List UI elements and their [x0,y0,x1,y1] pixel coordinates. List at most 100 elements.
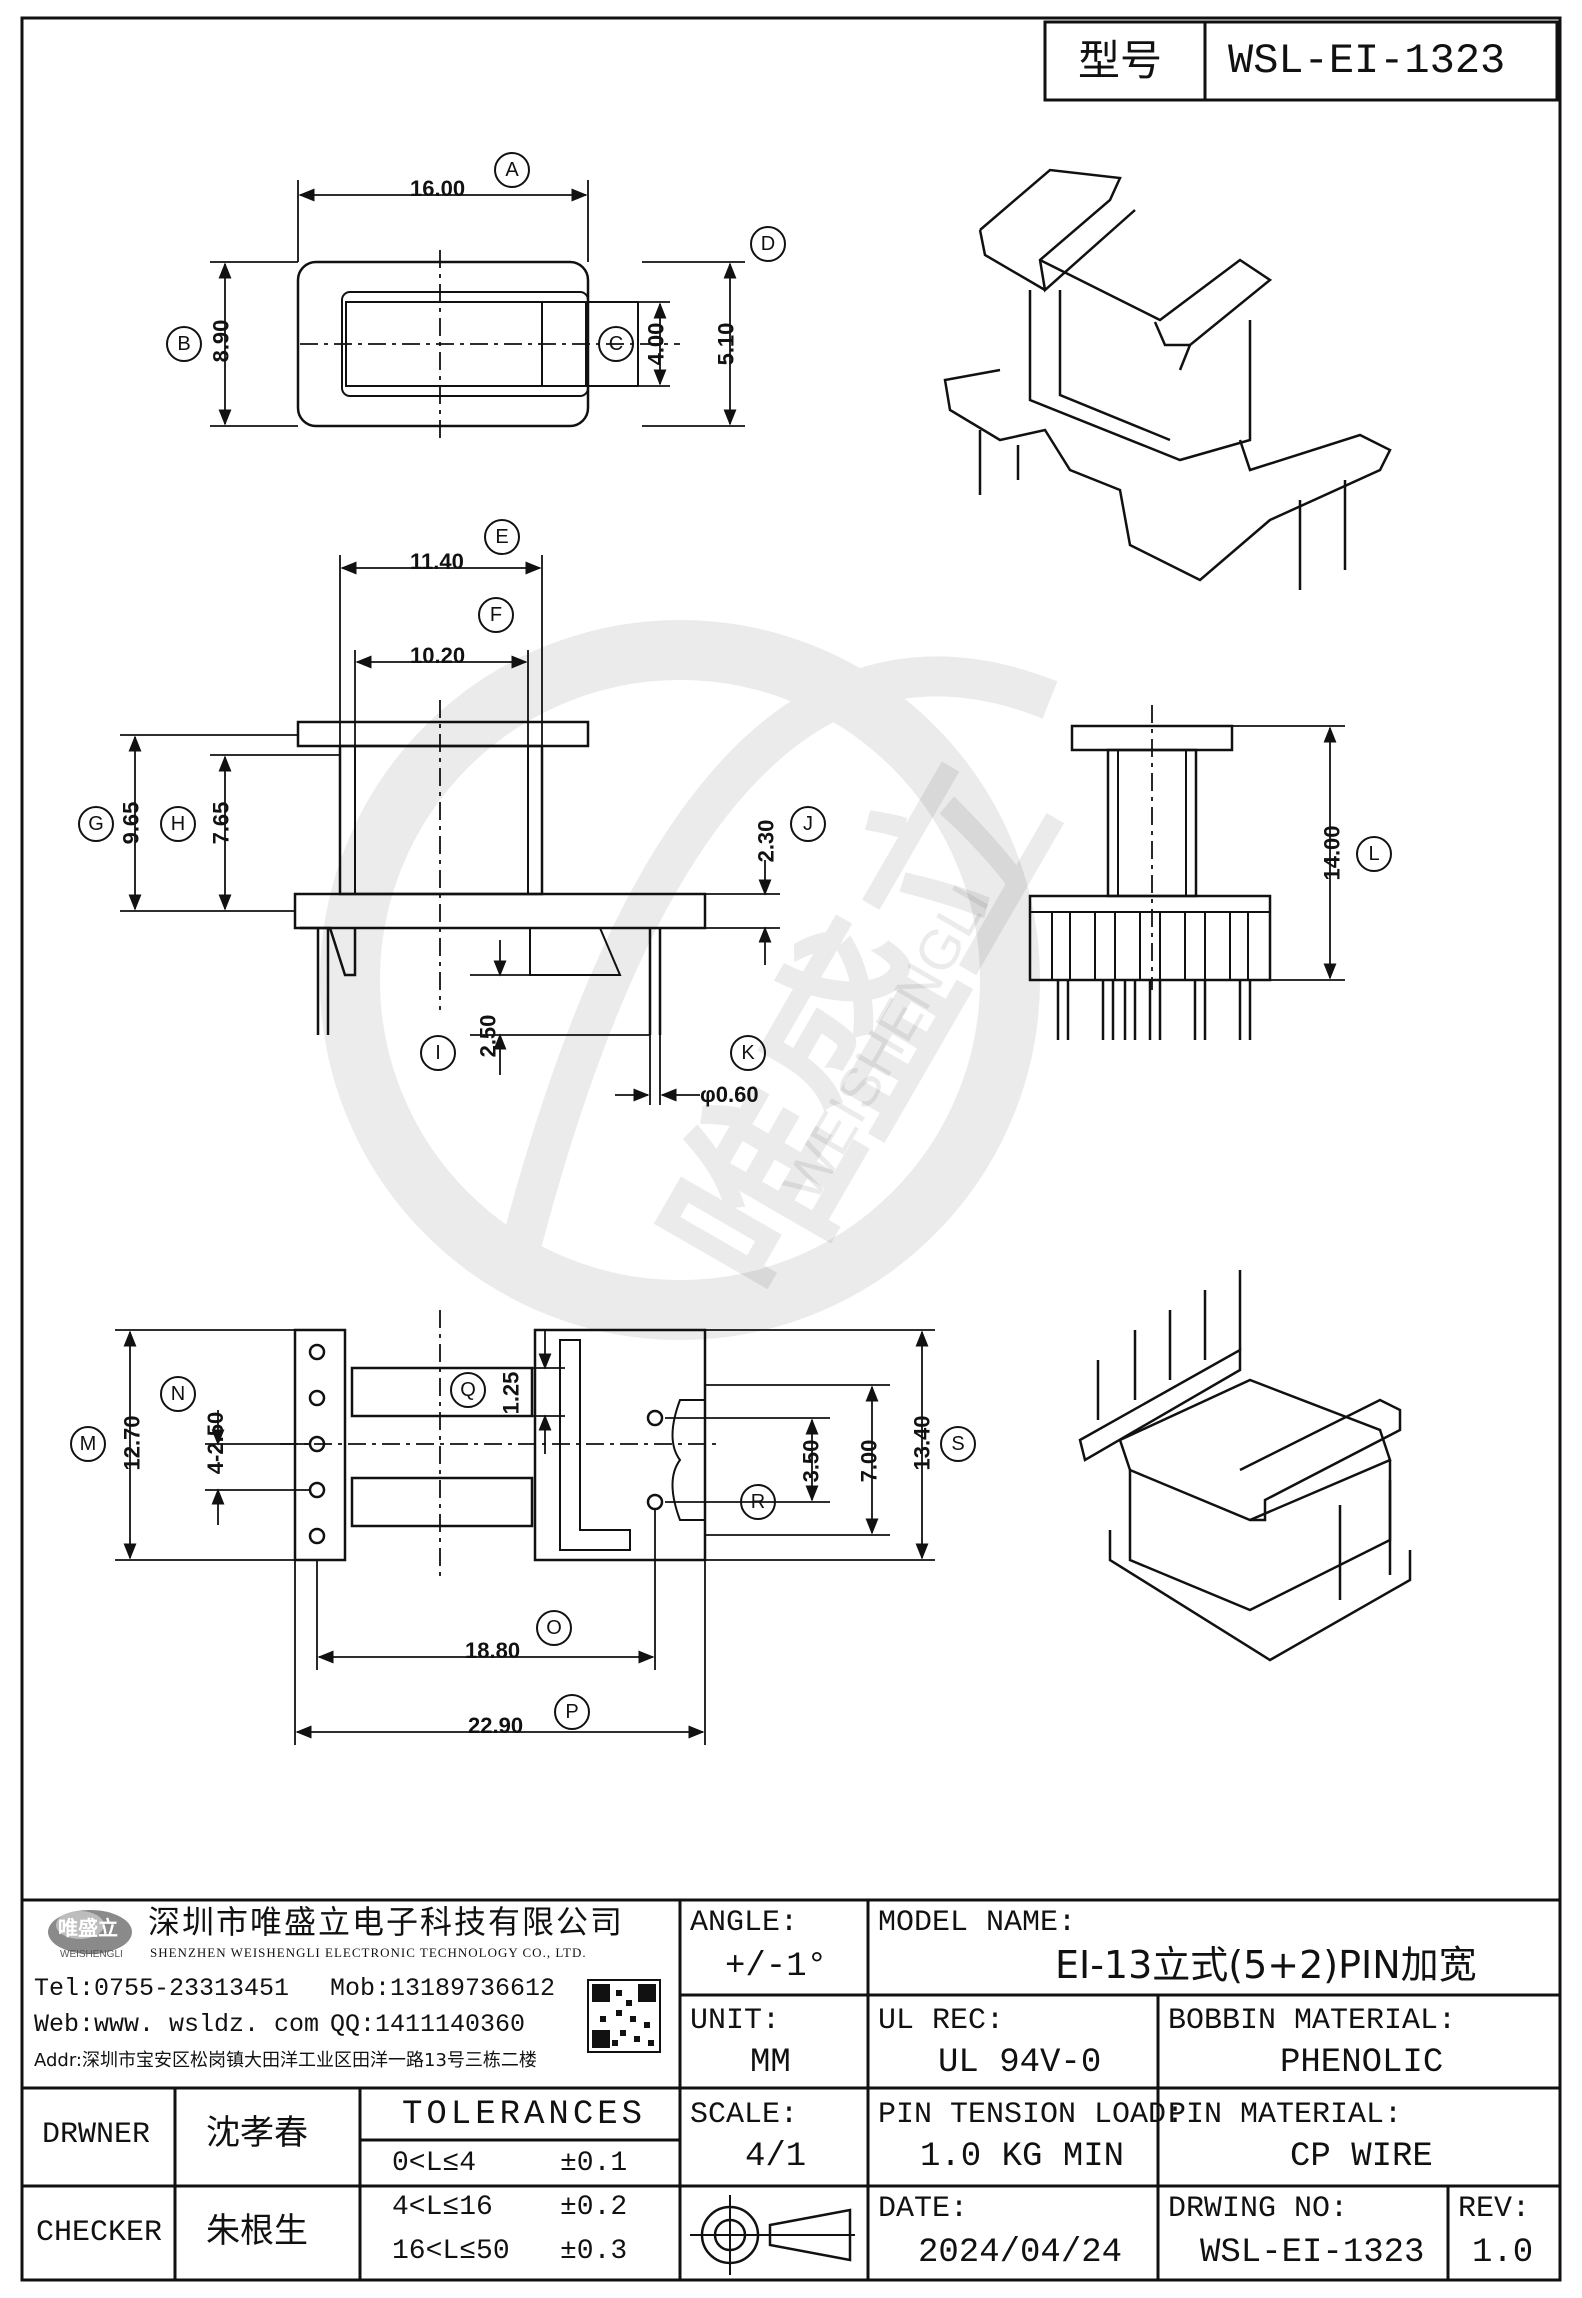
logo-subtext: WEISHENGLI [60,1949,123,1960]
dim-l-marker: L [1356,836,1392,872]
dim-h-marker: H [160,806,196,842]
dim-n-value: 4-2.50 [203,1411,229,1475]
unit-label: UNIT: [690,2004,781,2038]
model-number-header: WSL-EI-1323 [1228,37,1506,85]
bobbin-material-value: PHENOLIC [1280,2044,1444,2082]
dim-r2-value: 7.00 [856,1439,882,1483]
dim-d-marker: D [750,226,786,262]
date-value: 2024/04/24 [918,2234,1123,2272]
scale-label: SCALE: [690,2098,799,2132]
tolerance-range-3: 16<L≤50 [392,2236,510,2267]
dim-m-value: 12.70 [119,1415,145,1471]
watermark-logo [320,620,1058,1340]
company-mob: Mob:13189736612 [330,1974,556,2003]
front-view [293,700,707,1035]
title-block-grid [22,1898,1560,2280]
dim-b-value: 8.90 [208,319,234,363]
dim-p-marker: P [554,1694,590,1730]
drawer-label: DRWNER [42,2118,151,2152]
dim-s-value: 13.40 [909,1415,935,1471]
checker-name: 朱根生 [206,2211,308,2251]
tolerance-value-2: ±0.2 [560,2192,628,2223]
dim-d-value: 5.10 [713,322,739,366]
pin-material-label: PIN MATERIAL: [1168,2098,1403,2132]
model-name-value: EI-13立式(5+2)PIN加宽 [1055,1943,1477,1987]
dim-n-marker: N [160,1376,196,1412]
dim-q-value: 1.25 [498,1371,524,1415]
front-view-dims [120,555,780,1105]
tolerance-range-1: 0<L≤4 [392,2148,477,2179]
ul-rec-value: UL 94V-0 [938,2044,1102,2082]
tolerances-label: TOLERANCES [402,2096,647,2134]
company-address: Addr:深圳市宝安区松岗镇大田洋工业区田洋一路13号三栋二楼 [34,2050,537,2071]
company-logo [48,1910,132,1954]
dim-b-marker: B [166,326,202,362]
sheet-border [20,16,1562,2282]
dim-a-value: 16.00 [410,176,466,201]
bottom-view-dims [115,1329,935,1745]
rev-label: REV: [1458,2192,1531,2226]
rev-value: 1.0 [1472,2234,1534,2272]
pin-tension-value: 1.0 KG MIN [920,2138,1125,2176]
company-tel: Tel:0755-23313451 [34,1974,290,2003]
tolerance-range-2: 4<L≤16 [392,2192,493,2223]
dim-j-marker: J [790,806,826,842]
dim-p-value: 22.90 [468,1713,524,1738]
dim-i-marker: I [420,1035,456,1071]
dim-o-value: 18.80 [465,1638,521,1663]
dim-r-value: 3.50 [798,1439,824,1483]
dim-a-marker: A [494,152,530,188]
dim-f-value: 10.20 [410,643,466,668]
dim-l-value: 14.00 [1319,825,1345,881]
dim-j-value: 2.30 [753,819,779,863]
drawer-name: 沈孝春 [206,2113,308,2153]
dim-o-marker: O [536,1610,572,1646]
isometric-view-top [943,168,1392,590]
checker-label: CHECKER [36,2216,163,2250]
drawing-no-label: DRWING NO: [1168,2192,1349,2226]
dim-e-value: 11.40 [410,549,464,574]
model-name-label: MODEL NAME: [878,1906,1077,1940]
dim-f-marker: F [478,597,514,633]
angle-value: +/-1° [725,1948,828,1986]
date-label: DATE: [878,2192,969,2226]
dim-m-marker: M [70,1426,106,1462]
bottom-view [280,1310,720,1580]
dim-q-marker: Q [450,1372,486,1408]
drawing-no-value: WSL-EI-1323 [1200,2234,1425,2272]
dim-k-marker: K [730,1035,766,1071]
type-label: 型号 [1078,36,1163,85]
side-view-dims [1232,725,1345,981]
tolerance-value-3: ±0.3 [560,2236,628,2267]
dim-c-marker: C [598,326,634,362]
dim-g-value: 9.65 [118,801,144,845]
company-web: Web:www. wsldz. com [34,2010,320,2039]
company-name-cn: 深圳市唯盛立电子科技有限公司 [148,1903,625,1941]
dim-k-value: φ0.60 [700,1082,759,1107]
qr-code [587,1979,661,2053]
angle-label: ANGLE: [690,1906,799,1940]
isometric-view-bottom [1078,1270,1412,1662]
company-name-en: SHENZHEN WEISHENGLI ELECTRONIC TECHNOLOG… [150,1945,587,1960]
dim-c-value: 4.00 [643,322,669,366]
ul-rec-label: UL REC: [878,2004,1005,2038]
dim-g-marker: G [78,806,114,842]
company-qq: QQ:1411140360 [330,2010,526,2039]
logo-text: 唯盛立 [58,1916,118,1940]
pin-material-value: CP WIRE [1290,2138,1433,2176]
pin-tension-label: PIN TENSION LOAD: [878,2098,1185,2132]
dim-e-marker: E [484,519,520,555]
dim-r-marker: R [740,1484,776,1520]
top-view-dims [210,180,745,427]
dim-h-value: 7.65 [208,801,234,845]
dim-s-marker: S [940,1426,976,1462]
side-view [1028,705,1272,1040]
bobbin-material-label: BOBBIN MATERIAL: [1168,2004,1457,2038]
unit-value: MM [750,2044,791,2082]
tolerance-value-1: ±0.1 [560,2148,628,2179]
dim-i-value: 2.50 [475,1014,501,1058]
header-box [1043,20,1559,102]
scale-value: 4/1 [745,2138,807,2176]
